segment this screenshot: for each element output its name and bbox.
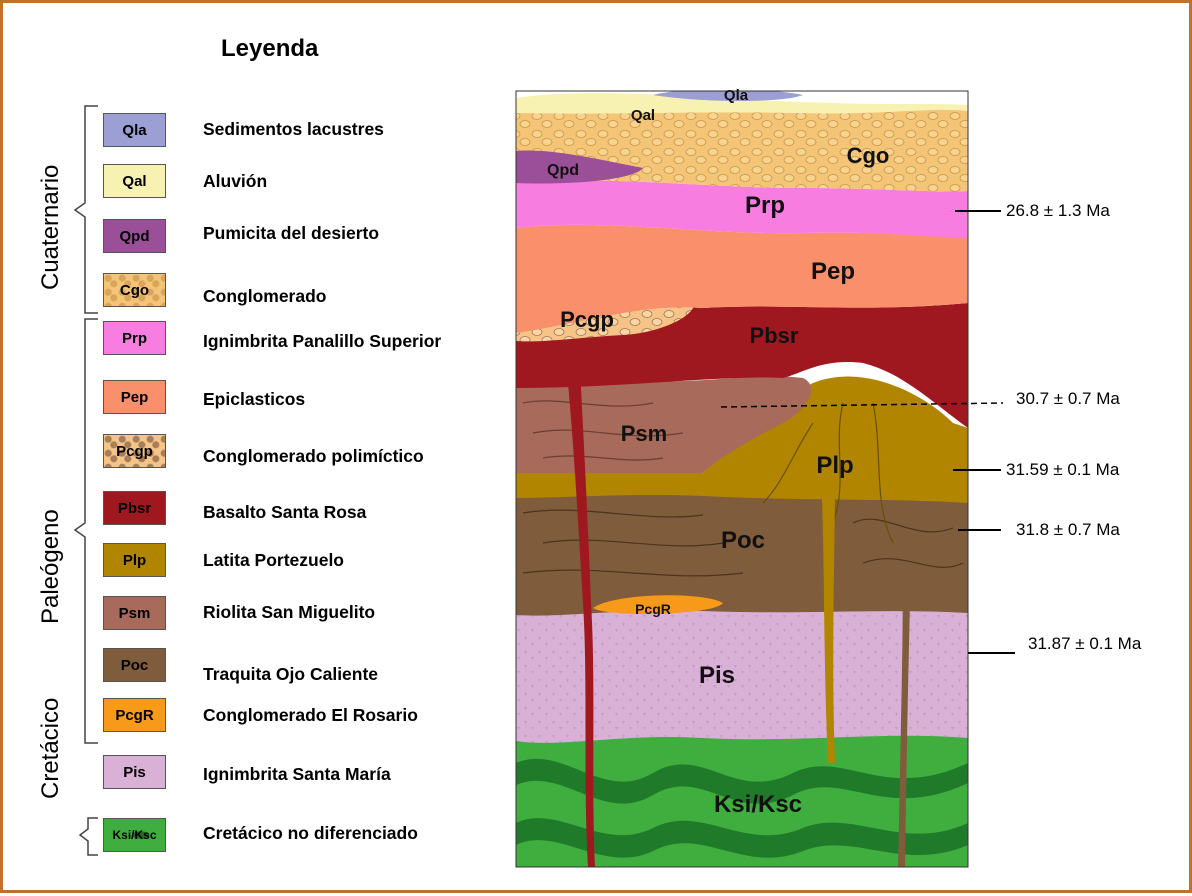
section-label-pcgp: Pcgp <box>560 307 614 332</box>
unit-pis <box>516 600 968 743</box>
age-label-psm: 30.7 ± 0.7 Ma <box>1016 389 1120 409</box>
section-label-plp: Plp <box>816 452 853 479</box>
section-label-pis: Pis <box>699 662 735 689</box>
section-label-cgo: Cgo <box>847 143 890 168</box>
section-label-pep: Pep <box>811 258 855 285</box>
stratigraphic-column: Qla Qal Cgo Qpd Prp Pep Pcgp Pbsr Psm Pl… <box>3 3 1192 896</box>
section-label-qal: Qal <box>631 107 655 124</box>
age-label-plp: 31.59 ± 0.1 Ma <box>1006 460 1119 480</box>
section-label-psm: Psm <box>621 421 667 446</box>
age-label-prp: 26.8 ± 1.3 Ma <box>1006 201 1110 221</box>
section-label-pcgr: PcgR <box>635 601 671 617</box>
section-label-ksi-ksc: Ksi/Ksc <box>714 791 802 818</box>
age-label-pis: 31.87 ± 0.1 Ma <box>1028 634 1141 654</box>
section-label-poc: Poc <box>721 527 765 554</box>
section-label-qla: Qla <box>724 87 749 104</box>
section-label-pbsr: Pbsr <box>750 323 799 348</box>
section-label-prp: Prp <box>745 192 785 219</box>
section-label-qpd: Qpd <box>547 162 579 179</box>
age-label-poc: 31.8 ± 0.7 Ma <box>1016 520 1120 540</box>
